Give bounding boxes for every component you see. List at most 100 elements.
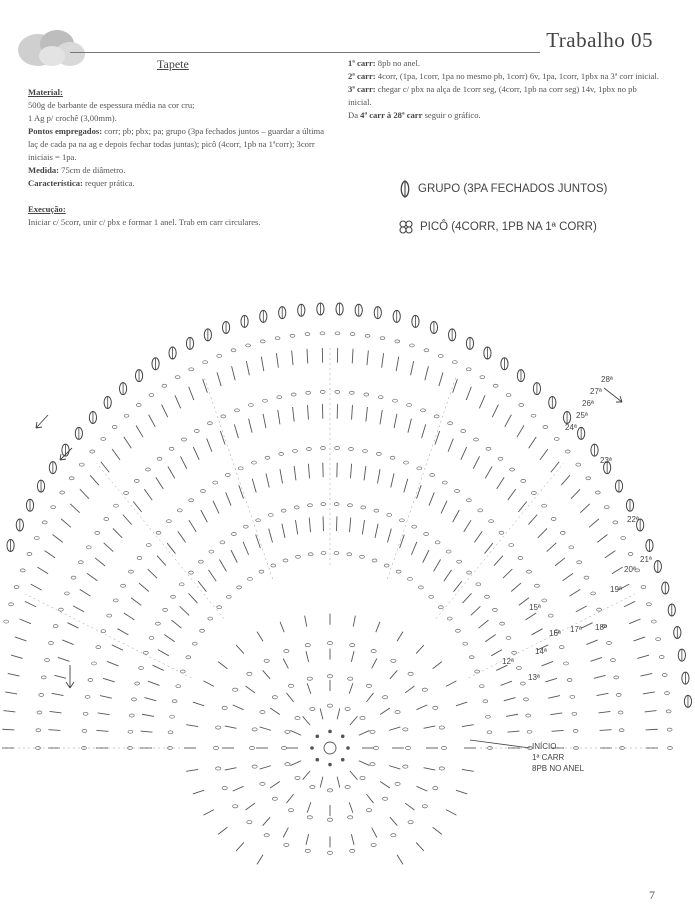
dc-stitch <box>130 597 142 606</box>
dc-stitch <box>197 580 207 592</box>
chain-stitch <box>148 393 155 397</box>
yarn-balls-logo <box>18 30 85 66</box>
chain-stitch <box>327 850 333 855</box>
dc-stitch <box>445 809 457 816</box>
chain-stitch <box>185 655 192 660</box>
chain-stitch <box>136 403 142 407</box>
chain-stitch <box>306 815 313 820</box>
dc-stitch <box>349 517 352 533</box>
row-label-22: 22ª <box>627 515 639 524</box>
chain-stitch <box>278 452 284 456</box>
material-heading: Material: <box>28 87 63 97</box>
chain-stitch <box>518 403 524 407</box>
chain-stitch <box>247 577 253 581</box>
chain-stitch <box>234 408 240 413</box>
dc-stitch <box>491 404 499 418</box>
chain-stitch <box>564 449 571 454</box>
row-1-text: 8pb no anel. <box>375 58 421 68</box>
row-label-16: 16ª <box>549 629 561 638</box>
chain-stitch <box>334 390 341 394</box>
materials-section: Material: 500g de barbante de espessura … <box>28 86 333 229</box>
dc-stitch <box>89 474 100 486</box>
chart-stitch-marks <box>0 302 693 865</box>
chain-stitch <box>640 585 647 589</box>
chain-stitch <box>541 598 547 603</box>
chain-stitch <box>333 551 340 555</box>
dc-stitch <box>238 484 244 499</box>
chain-stitch <box>264 455 271 460</box>
dc-stitch <box>388 726 401 731</box>
chain-stitch <box>383 563 390 568</box>
chain-stitch <box>188 498 194 503</box>
dc-stitch <box>423 767 436 771</box>
chain-stitch <box>442 480 448 485</box>
chain-stitch <box>89 449 96 454</box>
chain-stitch <box>70 575 77 580</box>
chain-stitch <box>334 446 340 450</box>
dc-stitch <box>598 710 611 714</box>
dc-stitch <box>528 436 537 449</box>
dc-stitch <box>496 664 508 671</box>
dc-stitch <box>484 466 493 479</box>
dc-stitch <box>588 518 600 528</box>
dc-stitch <box>304 615 308 627</box>
dc-stitch <box>112 528 123 539</box>
dc-stitch <box>7 672 20 677</box>
chain-stitch <box>220 414 227 419</box>
dc-stitch <box>452 509 460 523</box>
dc-stitch <box>281 523 286 538</box>
dc-stitch <box>336 708 341 720</box>
chain-stitch <box>13 585 20 589</box>
chain-stitch <box>263 833 270 838</box>
dc-stitch <box>138 582 150 592</box>
dc-stitch <box>390 473 395 488</box>
chain-stitch <box>406 403 412 407</box>
dc-stitch <box>102 677 115 683</box>
dc-stitch <box>245 802 256 811</box>
dc-stitch <box>461 724 474 728</box>
stitches-used: Pontos empregados: corr; pb; pbx; pa; gr… <box>28 125 333 164</box>
page-title: Trabalho 05 <box>546 28 653 52</box>
dc-stitch <box>374 523 379 538</box>
chain-stitch <box>484 594 490 599</box>
chain-stitch <box>610 658 616 662</box>
chain-stitch <box>304 643 311 648</box>
dc-stitch <box>24 600 37 608</box>
dc-stitch <box>174 395 182 409</box>
dc-stitch <box>350 651 355 663</box>
dc-stitch <box>500 680 513 686</box>
dc-stitch <box>421 424 427 439</box>
dc-stitch <box>307 463 310 479</box>
chain-stitch <box>488 519 494 524</box>
chain-stitch <box>215 766 222 771</box>
chain-stitch <box>161 383 168 388</box>
dc-stitch <box>48 729 61 731</box>
dc-stitch <box>358 730 370 736</box>
chain-stitch <box>19 568 26 573</box>
chain-stitch <box>468 655 475 660</box>
chain-stitch <box>569 694 576 699</box>
chain-stitch <box>465 367 472 372</box>
chain-stitch <box>128 569 134 574</box>
chain-stitch <box>94 531 100 535</box>
dc-stitch <box>460 446 468 461</box>
chain-stitch <box>531 491 537 495</box>
chain-stitch <box>394 781 401 786</box>
center-ring <box>323 741 337 755</box>
dc-stitch <box>389 816 398 826</box>
dc-stitch <box>379 707 391 715</box>
dc-stitch <box>496 477 505 490</box>
chain-stitch <box>433 414 440 419</box>
chain-stitch <box>402 764 409 769</box>
dc-stitch <box>106 661 119 667</box>
chain-stitch <box>371 558 378 563</box>
chain-stitch <box>377 395 384 400</box>
row-label-17: 17ª <box>570 625 582 634</box>
legend-picot: PICÔ (4CORR, 1PB NA 1ª CORR) <box>398 219 597 235</box>
chain-stitch <box>106 613 112 618</box>
dc-stitch <box>259 765 272 770</box>
dc-stitch <box>57 657 70 662</box>
dc-stitch <box>293 465 297 481</box>
chain-stitch <box>136 556 143 560</box>
dc-stitch <box>100 461 110 473</box>
